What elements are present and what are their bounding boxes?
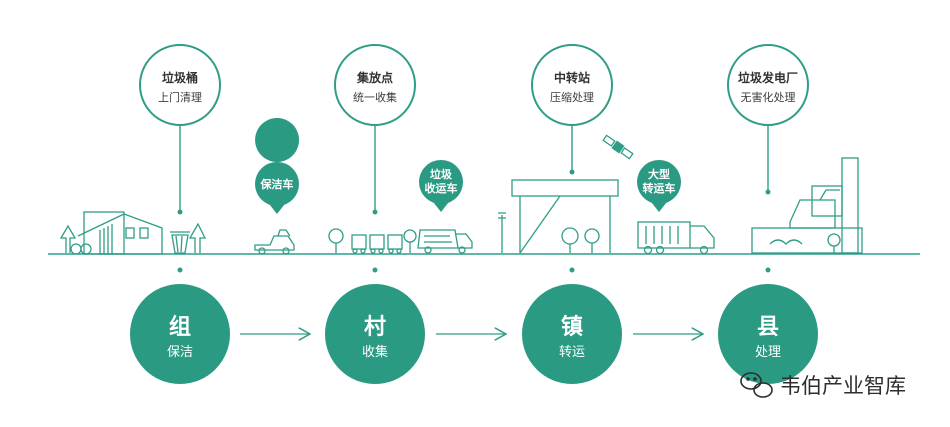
stage-title: 镇 bbox=[561, 315, 583, 340]
stage-circle bbox=[325, 284, 425, 384]
stage-subtitle: 保洁 bbox=[167, 345, 193, 360]
facility-subtitle: 无害化处理 bbox=[741, 90, 796, 104]
stage-county: 县 处理 bbox=[718, 284, 818, 384]
facility-subtitle: 压缩处理 bbox=[550, 91, 594, 104]
cleaning-cart-icon bbox=[254, 229, 295, 255]
stage-circle bbox=[718, 284, 818, 384]
stage-title: 县 bbox=[757, 315, 779, 340]
stage-title: 组 bbox=[169, 314, 191, 340]
vehicle-label: 垃圾 bbox=[430, 167, 453, 181]
map-pin-icon bbox=[430, 198, 452, 212]
stage-subtitle: 收集 bbox=[362, 344, 388, 360]
facility-subtitle: 上门清理 bbox=[158, 90, 202, 104]
garbage-truck-icon bbox=[417, 229, 473, 254]
map-pin-icon bbox=[648, 198, 670, 212]
vehicle-pin-cleaning: 保洁车 bbox=[255, 118, 300, 214]
trash-bin-icon bbox=[170, 231, 190, 254]
facility-title: 中转站 bbox=[554, 70, 590, 85]
ground-illustrations bbox=[59, 157, 863, 255]
house-icon bbox=[59, 211, 207, 255]
facility-bubble bbox=[727, 44, 809, 126]
map-pin-icon bbox=[255, 118, 300, 206]
vehicle-pin-transfer: 大型 转运车 bbox=[637, 160, 681, 212]
facility-title: 垃圾桶 bbox=[162, 70, 198, 85]
stage-title: 村 bbox=[364, 315, 386, 340]
stage-connectors bbox=[177, 267, 771, 273]
vehicle-label: 大型 bbox=[648, 167, 670, 181]
facility-bubble bbox=[334, 44, 416, 126]
facility-subtitle: 统一收集 bbox=[353, 90, 397, 104]
stage-subtitle: 处理 bbox=[755, 345, 781, 360]
stage-subtitle: 转运 bbox=[559, 345, 585, 360]
stage-circle bbox=[522, 284, 622, 384]
facility-bubble bbox=[531, 44, 613, 126]
vehicle-label-2: 收运车 bbox=[425, 181, 458, 195]
facility-transfer-station: 中转站 压缩处理 bbox=[531, 44, 613, 175]
vehicle-label: 保洁车 bbox=[260, 177, 294, 191]
satellite-icon bbox=[602, 134, 634, 160]
facility-title: 垃圾发电厂 bbox=[738, 70, 798, 85]
stage-town: 镇 转运 bbox=[522, 284, 622, 384]
transfer-truck-icon bbox=[637, 221, 715, 255]
watermark-text: 韦伯产业智库 bbox=[780, 374, 906, 398]
facility-title: 集放点 bbox=[356, 70, 393, 85]
collection-bins-icon bbox=[351, 234, 403, 254]
power-plant-icon bbox=[751, 157, 863, 254]
wechat-icon bbox=[740, 372, 773, 398]
stage-village: 村 收集 bbox=[325, 284, 425, 384]
facility-power-plant: 垃圾发电厂 无害化处理 bbox=[727, 44, 809, 195]
stage-group: 组 保洁 bbox=[130, 284, 230, 384]
tree-icon bbox=[328, 228, 417, 253]
stage-circle bbox=[130, 284, 230, 384]
watermark: 韦伯产业智库 bbox=[740, 372, 906, 398]
facility-collection-point: 集放点 统一收集 bbox=[334, 44, 416, 215]
facility-bin: 垃圾桶 上门清理 bbox=[139, 44, 221, 215]
vehicle-label-2: 转运车 bbox=[643, 181, 676, 195]
transfer-station-icon bbox=[498, 179, 619, 254]
vehicle-pin-collection: 垃圾 收运车 bbox=[419, 160, 463, 212]
facility-bubble bbox=[139, 44, 221, 126]
